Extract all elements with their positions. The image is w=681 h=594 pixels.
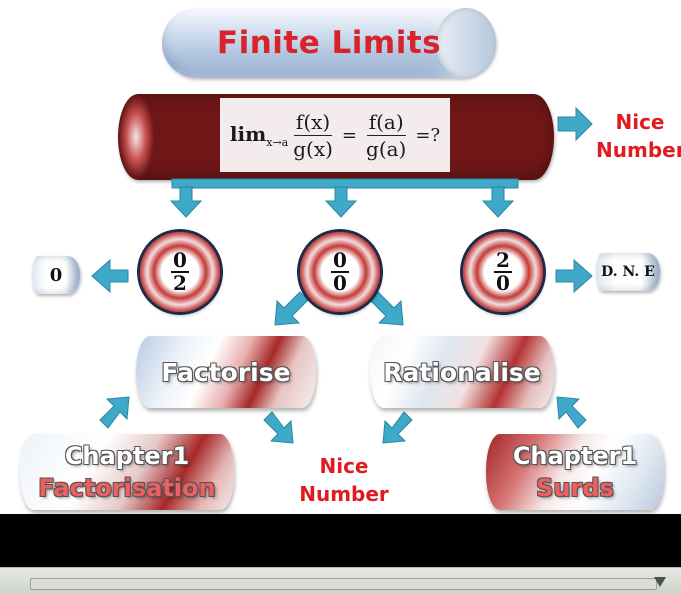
arrow-down-right-icon xyxy=(369,291,404,326)
arrow-right-icon xyxy=(555,258,593,294)
lim-operator: limx→a xyxy=(229,121,289,149)
case-fraction: 0 0 xyxy=(331,248,349,295)
video-black-bar xyxy=(0,514,681,567)
diagram-title: Finite Limits xyxy=(216,25,442,61)
case-ring-two-over-zero: 2 0 xyxy=(463,232,543,312)
arrow-up-right-icon xyxy=(99,396,130,429)
title-banner: Finite Limits xyxy=(162,8,496,78)
arrow-down-left-icon xyxy=(382,411,413,444)
case-fraction: 0 2 xyxy=(171,248,189,295)
fraction-fx-gx: f(x) g(x) xyxy=(293,109,333,161)
seek-bar[interactable] xyxy=(30,578,657,590)
arrow-left-icon xyxy=(91,258,129,294)
case-fraction: 2 0 xyxy=(494,248,512,295)
arrow-down-icon xyxy=(481,186,515,218)
method-rationalise: Rationalise xyxy=(370,336,554,408)
volume-triangle-icon[interactable] xyxy=(652,574,668,590)
reference-chapter1-surds: Chapter1 Surds xyxy=(486,434,664,510)
equals-sign: = xyxy=(341,124,358,146)
arrow-down-right-icon xyxy=(263,411,294,444)
limit-formula: limx→a f(x) g(x) = f(a) g(a) =? xyxy=(220,98,450,172)
arrow-down-left-icon xyxy=(274,291,309,326)
arrow-down-icon xyxy=(324,186,358,218)
nice-number-bottom: Nice Number xyxy=(299,454,389,506)
case-ring-zero-over-two: 0 2 xyxy=(140,232,220,312)
reference-chapter1-factorisation: Chapter1 Factorisation xyxy=(20,434,234,510)
fraction-fa-ga: f(a) g(a) xyxy=(366,109,407,161)
arrow-down-icon xyxy=(169,186,203,218)
outcome-zero: 0 xyxy=(32,256,80,294)
arrow-up-left-icon xyxy=(556,396,587,429)
arrow-right-icon xyxy=(557,106,593,142)
method-factorise: Factorise xyxy=(136,336,316,408)
case-ring-zero-over-zero: 0 0 xyxy=(300,232,380,312)
result-query: =? xyxy=(415,124,441,146)
nice-number-top: Nice Number xyxy=(596,110,681,162)
outcome-dne: D. N. E xyxy=(596,253,660,291)
flow-arrows xyxy=(91,106,593,444)
